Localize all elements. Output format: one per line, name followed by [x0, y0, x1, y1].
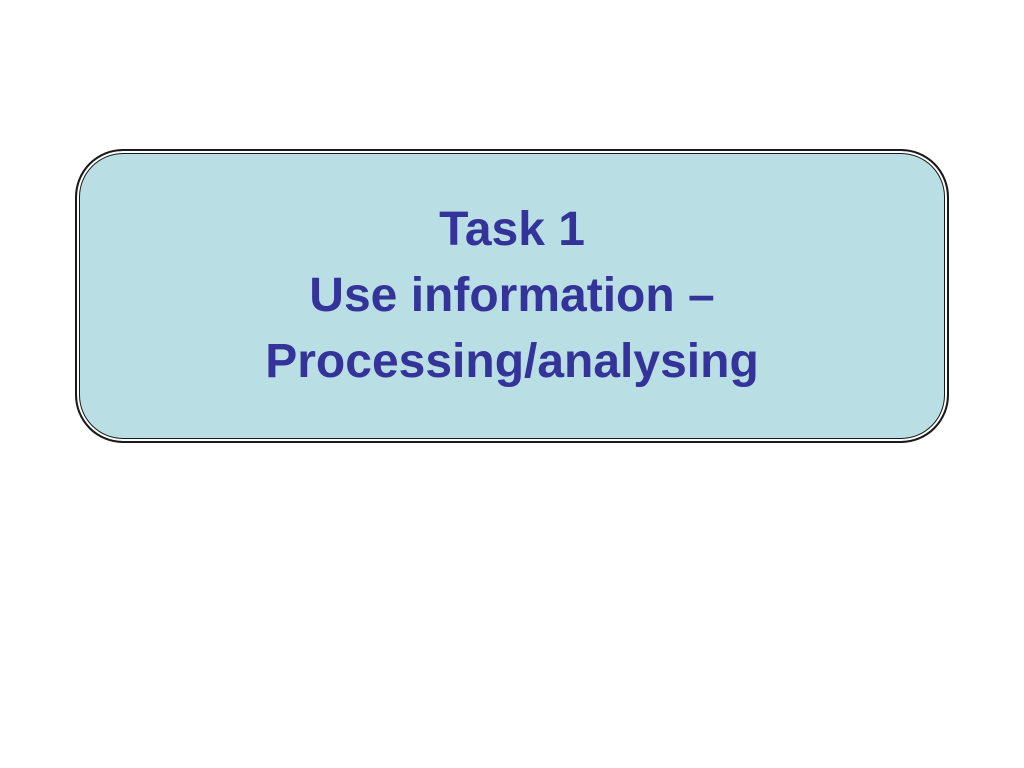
task-title-line-3: Processing/analysing [265, 335, 759, 388]
task-title-line-2: Use information – [309, 269, 715, 322]
task-title-box: Task 1 Use information – Processing/anal… [75, 149, 949, 443]
task-title-line-1: Task 1 [439, 203, 585, 256]
